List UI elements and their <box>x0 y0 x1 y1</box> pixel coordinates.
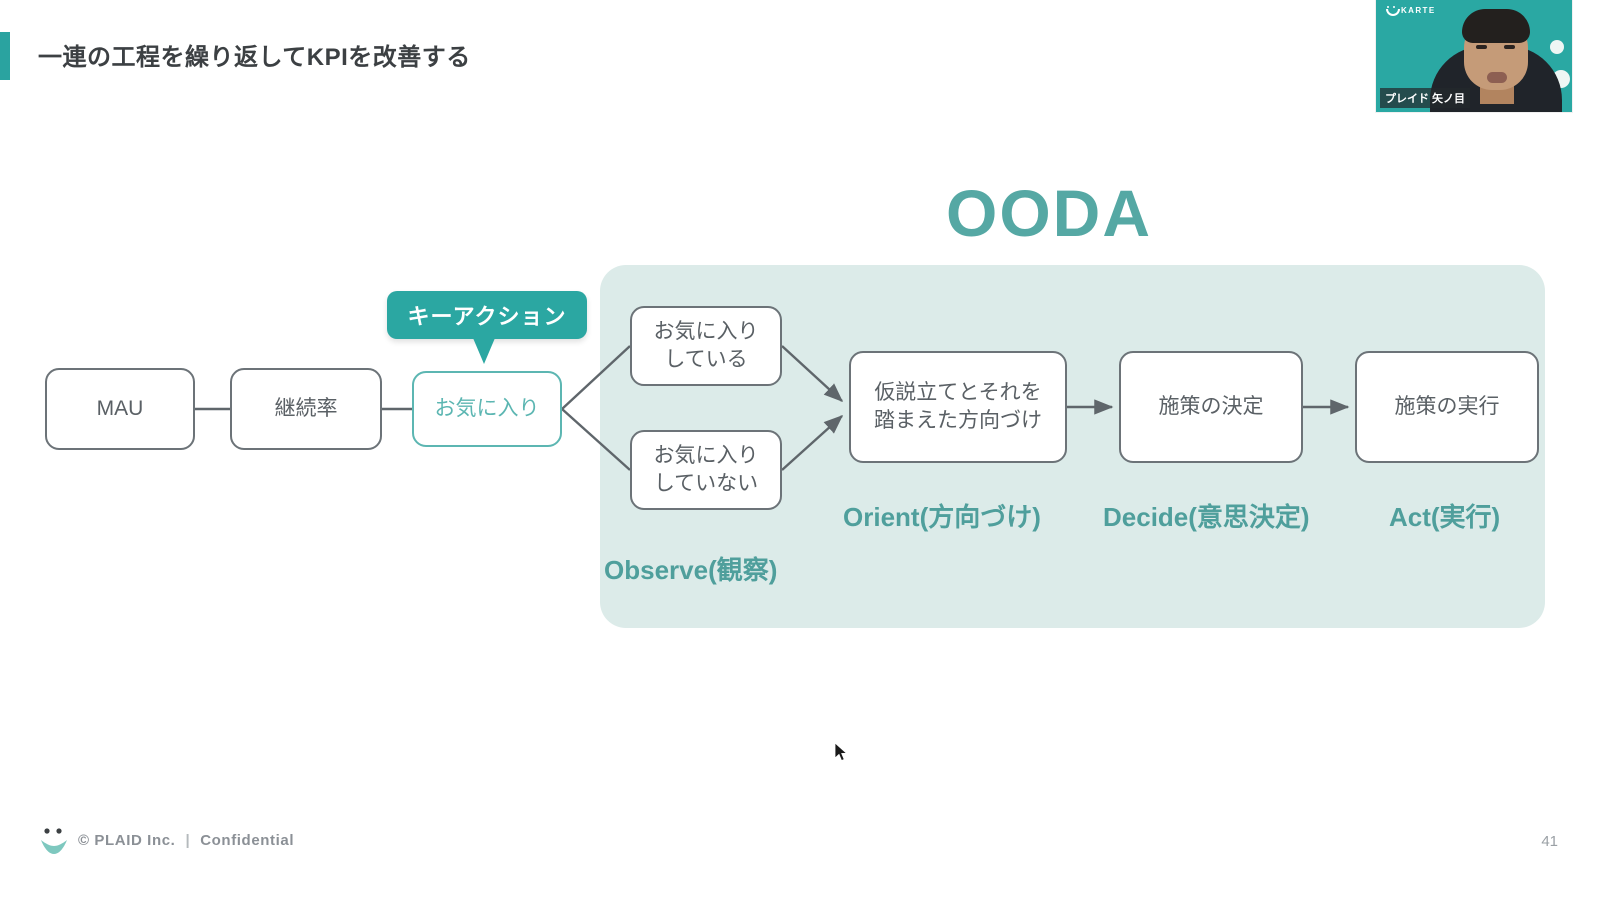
node-retention[interactable]: 継続率 <box>230 368 382 450</box>
node-decide[interactable]: 施策の決定 <box>1119 351 1303 463</box>
node-favorite-yes[interactable]: お気に入り している <box>630 306 782 386</box>
ooda-heading: OODA <box>946 176 1152 250</box>
karte-smiley-icon <box>1386 5 1400 16</box>
video-participant-tile[interactable]: KARTE プレイド 矢ノ目 <box>1376 0 1572 112</box>
footer-copyright: © PLAID Inc. <box>78 832 176 849</box>
mouse-cursor <box>834 742 848 762</box>
footer-confidential: Confidential <box>200 832 295 849</box>
phase-label-orient: Orient(方向づけ) <box>843 502 1041 532</box>
participant-hair <box>1462 9 1530 43</box>
participant-eye-right <box>1504 45 1515 49</box>
karte-wordmark: KARTE <box>1401 6 1436 15</box>
node-act[interactable]: 施策の実行 <box>1355 351 1539 463</box>
participant-name-tag: プレイド 矢ノ目 <box>1380 88 1471 108</box>
decorative-bubble <box>1550 40 1564 54</box>
page-number: 41 <box>1541 833 1558 850</box>
node-orient[interactable]: 仮説立てとそれを 踏まえた方向づけ <box>849 351 1067 463</box>
footer-text: © PLAID Inc. | Confidential <box>78 832 294 849</box>
karte-logo: KARTE <box>1386 5 1436 16</box>
node-mau[interactable]: MAU <box>45 368 195 450</box>
page-title: 一連の工程を繰り返してKPIを改善する <box>38 44 471 71</box>
phase-label-decide: Decide(意思決定) <box>1103 502 1310 532</box>
key-action-callout: キーアクション <box>387 291 587 339</box>
node-favorite[interactable]: お気に入り <box>412 371 562 447</box>
key-action-callout-pointer <box>473 338 495 364</box>
footer-separator: | <box>185 832 191 849</box>
participant-mouth <box>1487 72 1507 83</box>
title-accent-bar <box>0 32 10 80</box>
phase-label-observe: Observe(観察) <box>604 555 778 585</box>
participant-eye-left <box>1476 45 1487 49</box>
phase-label-act: Act(実行) <box>1389 502 1501 532</box>
node-favorite-no[interactable]: お気に入り していない <box>630 430 782 510</box>
plaid-logo-icon <box>41 828 67 854</box>
